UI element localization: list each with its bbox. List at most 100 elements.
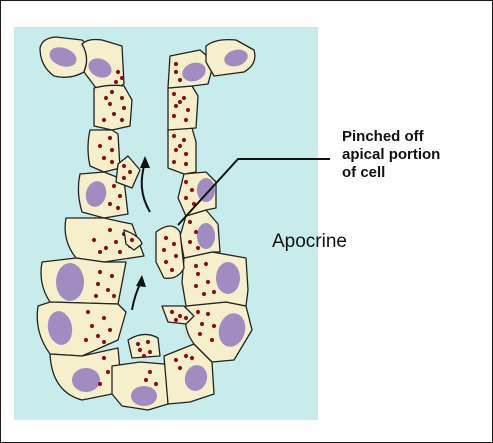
secretory-granule — [181, 95, 187, 101]
secretory-granule — [95, 333, 101, 339]
secretory-granule — [97, 143, 103, 149]
secretory-granule — [169, 309, 175, 315]
cell-nucleus — [216, 262, 240, 294]
secretory-granule — [153, 381, 159, 387]
secretory-granule — [173, 69, 179, 75]
cell-nucleus — [85, 181, 107, 207]
secretory-granule — [115, 205, 121, 211]
secretory-granule — [177, 313, 183, 319]
cell-nucleus — [182, 62, 206, 82]
secretory-granule — [111, 111, 117, 117]
secretory-granule — [181, 137, 187, 143]
pinched-fragment-bottom — [127, 333, 161, 359]
secretory-granule — [173, 61, 179, 67]
cell-nucleus — [197, 178, 215, 202]
cell-nucleus — [49, 47, 77, 67]
secretory-granule — [91, 237, 97, 243]
cell-nucleus — [184, 365, 208, 391]
secretory-granule — [107, 227, 113, 233]
cell-right-5 — [177, 171, 217, 217]
secretory-granule — [183, 117, 189, 123]
secretory-granule — [121, 175, 127, 181]
secretory-granule — [203, 261, 209, 267]
secretory-granule — [169, 267, 175, 273]
secretory-granule — [121, 163, 127, 169]
secretory-granule — [97, 381, 103, 387]
secretory-granule — [209, 337, 215, 343]
secretory-granule — [177, 365, 183, 371]
cell-left-9 — [49, 347, 121, 401]
cell-bottom — [111, 361, 173, 411]
secretion-type-label: Apocrine — [272, 231, 347, 252]
upper-arrowhead — [140, 156, 150, 168]
secretory-granule — [183, 151, 189, 157]
cell-nucleus — [224, 49, 248, 67]
gland-cells — [36, 36, 256, 411]
secretory-granule — [101, 155, 107, 161]
secretory-granule — [121, 105, 127, 111]
secretory-granule — [97, 249, 103, 255]
secretory-granule — [111, 183, 117, 189]
secretory-granule — [117, 249, 123, 255]
secretory-granule — [103, 245, 109, 251]
secretory-granule — [173, 103, 179, 109]
secretory-granule — [109, 89, 115, 95]
secretory-granule — [183, 353, 189, 359]
cell-right-6 — [179, 209, 221, 259]
cell-right-tip — [205, 38, 256, 77]
cell-right-2 — [167, 49, 215, 89]
secretory-granule — [95, 281, 101, 287]
secretory-granule — [193, 283, 199, 289]
secretory-granule — [173, 147, 179, 153]
secretory-granule — [109, 159, 115, 165]
secretory-granule — [107, 101, 113, 107]
cell-nucleus — [88, 58, 112, 78]
secretory-granule — [145, 339, 151, 345]
secretory-granule — [103, 95, 109, 101]
cell-left-3 — [93, 84, 133, 131]
secretory-granule — [195, 309, 201, 315]
cell-right-7 — [181, 251, 249, 307]
callout-line-1: Pinched off — [342, 128, 424, 145]
secretory-granule — [185, 107, 191, 113]
secretory-granule — [107, 135, 113, 141]
cell-right-8 — [184, 301, 253, 363]
secretory-granule — [205, 311, 211, 317]
cell-nucleus — [47, 311, 73, 345]
secretory-granule — [109, 273, 115, 279]
cell-left-7 — [40, 257, 127, 305]
secretory-granule — [193, 263, 199, 269]
secretory-granule — [193, 229, 199, 235]
secretory-granule — [101, 315, 107, 321]
cell-left-6 — [64, 217, 145, 263]
secretory-granule — [111, 293, 117, 299]
callout-label: Pinched off apical portion of cell — [342, 128, 490, 182]
secretory-granule — [171, 241, 177, 247]
secretory-granule — [189, 187, 195, 193]
secretion-arrows — [131, 156, 151, 311]
secretory-granule — [137, 347, 143, 353]
secretory-granule — [199, 321, 205, 327]
secretory-granule — [107, 201, 113, 207]
secretory-granule — [101, 339, 107, 345]
secretory-granule — [183, 195, 189, 201]
cell-nucleus — [218, 313, 246, 347]
cell-nucleus — [72, 368, 100, 392]
cell-nucleus — [131, 386, 157, 406]
secretory-granule — [119, 95, 125, 101]
secretory-granule — [173, 253, 179, 259]
secretory-granule — [119, 75, 125, 81]
secretory-granule — [195, 245, 201, 251]
lower-arrowhead — [136, 275, 146, 287]
secretory-granule — [173, 317, 179, 323]
secretory-granule — [201, 291, 207, 297]
secretory-granule — [173, 357, 179, 363]
secretory-granule — [171, 113, 177, 119]
secretory-granule — [101, 355, 107, 361]
secretory-granule — [105, 369, 111, 375]
callout-line-3: of cell — [342, 164, 386, 181]
cell-left-2 — [81, 38, 125, 90]
secretory-granule — [113, 79, 119, 85]
cell-right-9 — [163, 343, 215, 405]
